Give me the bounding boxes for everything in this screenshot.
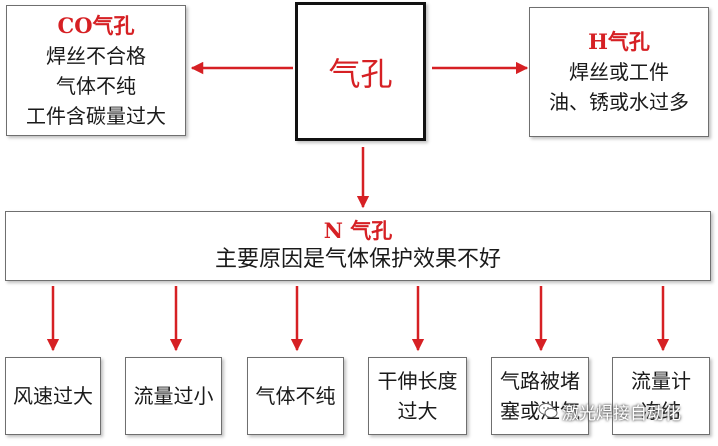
watermark: 激光焊接自动化 bbox=[538, 397, 716, 425]
cause-box-3: 气体不纯 bbox=[247, 357, 344, 435]
cause-box-2: 流量过小 bbox=[125, 357, 222, 435]
cause-3-line-1: 气体不纯 bbox=[255, 384, 336, 408]
co-pore-title: CO气孔 bbox=[57, 12, 135, 38]
cause-6-line-2: 冻结 bbox=[641, 399, 681, 423]
cause-box-4: 干伸长度 过大 bbox=[368, 357, 467, 435]
h-cause-2: 油、锈或水过多 bbox=[549, 90, 689, 114]
h-pore-box: H气孔 焊丝或工件 油、锈或水过多 bbox=[529, 7, 709, 137]
cause-box-1: 风速过大 bbox=[5, 357, 101, 435]
n-pore-box: N 气孔 主要原因是气体保护效果不好 bbox=[5, 211, 711, 281]
n-pore-title: N 气孔 bbox=[323, 218, 393, 243]
cause-5-line-1: 气路被堵 bbox=[500, 369, 580, 393]
cause-2-line-1: 流量过小 bbox=[133, 384, 214, 408]
co-cause-2: 气体不纯 bbox=[56, 73, 136, 98]
cause-box-5: 气路被堵 塞或泄气 bbox=[491, 357, 589, 435]
co-cause-1: 焊丝不合格 bbox=[46, 43, 146, 68]
co-pore-box: CO气孔 焊丝不合格 气体不纯 工件含碳量过大 bbox=[6, 5, 186, 136]
pores-center-box: 气孔 bbox=[295, 2, 426, 141]
watermark-text: 激光焊接自动化 bbox=[562, 403, 681, 424]
h-pore-title: H气孔 bbox=[588, 29, 650, 54]
cause-6-line-1: 流量计 bbox=[631, 369, 691, 393]
cause-1-line-1: 风速过大 bbox=[13, 384, 93, 408]
co-cause-3: 工件含碳量过大 bbox=[26, 103, 166, 128]
h-cause-1: 焊丝或工件 bbox=[569, 60, 669, 84]
pores-center-title: 气孔 bbox=[328, 54, 393, 93]
cause-box-6: 流量计 冻结 bbox=[612, 357, 710, 435]
cause-4-line-2: 过大 bbox=[397, 399, 438, 423]
cause-4-line-1: 干伸长度 bbox=[377, 369, 458, 393]
wechat-icon bbox=[538, 403, 558, 418]
n-pore-subtitle: 主要原因是气体保护效果不好 bbox=[214, 247, 501, 272]
